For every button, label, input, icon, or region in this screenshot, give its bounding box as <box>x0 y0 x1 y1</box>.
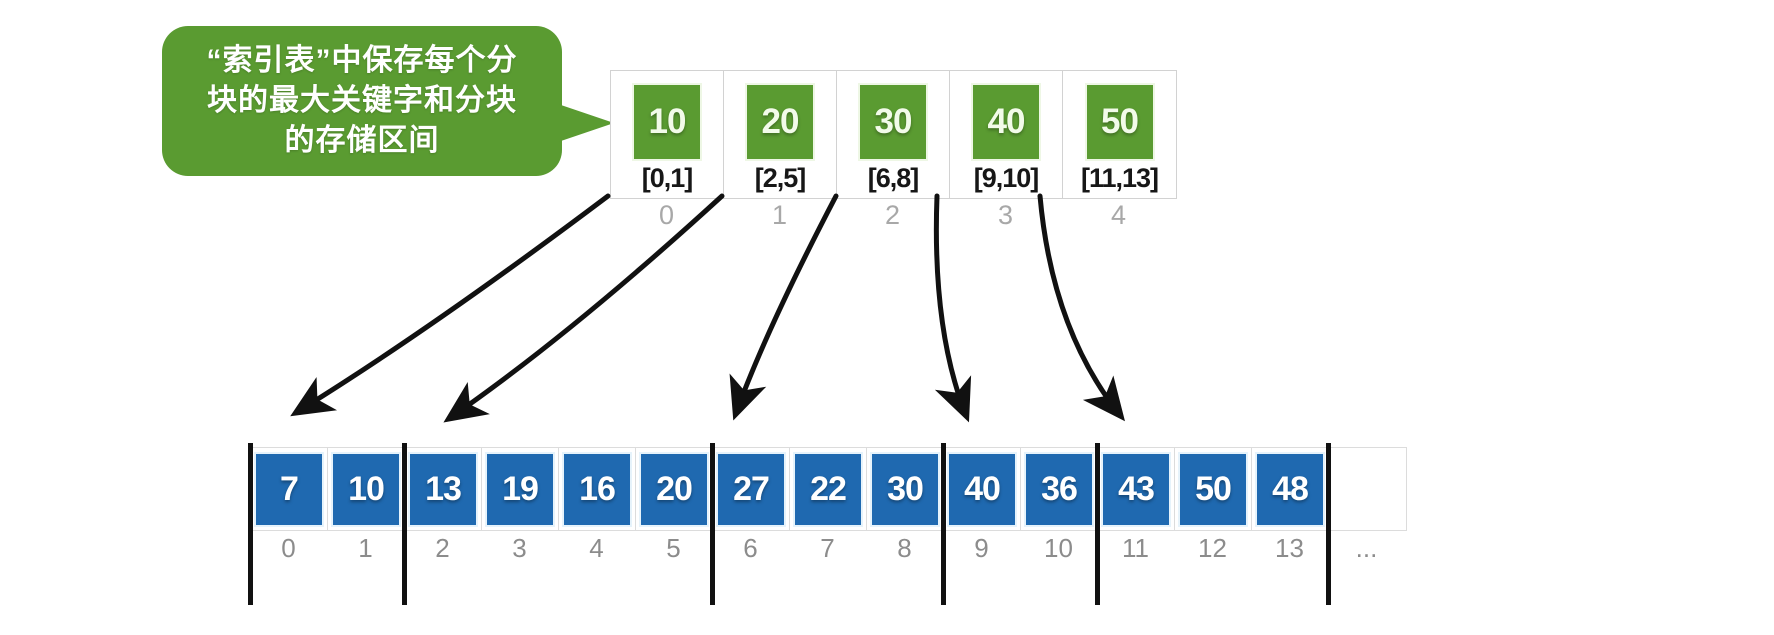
index-range-label: [6,8] <box>867 163 920 193</box>
index-position-label-1: 1 <box>771 200 788 230</box>
data-position-label-10: 10 <box>1044 533 1073 563</box>
data-position-label-7: 7 <box>820 533 835 563</box>
index-cell-3[interactable]: 40 [9,10] <box>950 71 1063 198</box>
data-position-label-0: 0 <box>281 533 296 563</box>
data-cell-value: 16 <box>564 453 630 525</box>
data-cell-value: 40 <box>949 453 1015 525</box>
data-position-label-4: 4 <box>589 533 604 563</box>
data-position-label-8: 8 <box>897 533 912 563</box>
data-cell-value: 36 <box>1026 453 1092 525</box>
index-cell-0[interactable]: 10 [0,1] <box>611 71 724 198</box>
index-key-value: 30 <box>860 85 926 159</box>
block-start-2 <box>402 443 407 605</box>
index-key-value: 50 <box>1086 85 1153 159</box>
data-cell-14[interactable] <box>1329 448 1406 530</box>
data-cell-value: 27 <box>718 453 784 525</box>
data-position-label-14: ... <box>1355 533 1378 563</box>
data-cell-9[interactable]: 40 <box>944 448 1021 530</box>
index-key-value: 20 <box>747 85 813 159</box>
data-position-label-11: 11 <box>1122 533 1149 563</box>
index-cell-2[interactable]: 30 [6,8] <box>837 71 950 198</box>
index-position-label-3: 3 <box>997 200 1014 230</box>
data-cell-6[interactable]: 27 <box>713 448 790 530</box>
data-cell-1[interactable]: 10 <box>328 448 405 530</box>
index-position-label-2: 2 <box>884 200 901 230</box>
index-range-label: [11,13] <box>1080 163 1159 193</box>
data-position-label-3: 3 <box>512 533 527 563</box>
data-cell-3[interactable]: 19 <box>482 448 559 530</box>
data-cell-12[interactable]: 50 <box>1175 448 1252 530</box>
index-table: 10 [0,1] 20 [2,5] 30 [6,8] 40 [9,10] 50 [11,13] <box>610 70 1177 199</box>
data-cell-value: 30 <box>872 453 938 525</box>
index-range-label: [2,5] <box>754 163 807 193</box>
block-start-0 <box>248 443 253 605</box>
data-cell-value: 13 <box>410 453 476 525</box>
data-position-label-2: 2 <box>435 533 450 563</box>
data-position-label-13: 13 <box>1275 533 1304 563</box>
data-cell-10[interactable]: 36 <box>1021 448 1098 530</box>
block-start-11 <box>1095 443 1100 605</box>
data-position-label-5: 5 <box>666 533 681 563</box>
arrow-index-cell-0-to-data-cell-0 <box>290 193 611 417</box>
data-cell-7[interactable]: 22 <box>790 448 867 530</box>
callout-bubble: “索引表”中保存每个分 块的最大关键字和分块 的存储区间 <box>162 26 562 176</box>
callout-tail-icon <box>558 104 614 142</box>
index-range-label: [9,10] <box>973 163 1040 193</box>
data-position-label-12: 12 <box>1198 533 1227 563</box>
data-cell-8[interactable]: 30 <box>867 448 944 530</box>
index-table-position-labels: 0 1 2 3 4 <box>610 200 1175 231</box>
data-cell-value: 43 <box>1103 453 1169 525</box>
data-cell-5[interactable]: 20 <box>636 448 713 530</box>
block-start-6 <box>710 443 715 605</box>
data-cell-13[interactable]: 48 <box>1252 448 1329 530</box>
block-start-9 <box>941 443 946 605</box>
data-cell-value: 19 <box>487 453 553 525</box>
index-key-value: 10 <box>634 85 700 159</box>
data-position-label-1: 1 <box>358 533 373 563</box>
data-cell-0[interactable]: 7 <box>251 448 328 530</box>
index-position-label-0: 0 <box>658 200 675 230</box>
index-cell-4[interactable]: 50 [11,13] <box>1063 71 1176 198</box>
index-cell-1[interactable]: 20 [2,5] <box>724 71 837 198</box>
data-cell-value: 7 <box>256 453 322 525</box>
data-position-label-9: 9 <box>974 533 989 563</box>
index-position-label-4: 4 <box>1110 200 1127 230</box>
data-cell-11[interactable]: 43 <box>1098 448 1175 530</box>
data-position-label-6: 6 <box>743 533 758 563</box>
data-cell-2[interactable]: 13 <box>405 448 482 530</box>
data-cell-value: 20 <box>641 453 707 525</box>
data-cell-value: 50 <box>1180 453 1246 525</box>
data-cell-value: 48 <box>1257 453 1323 525</box>
data-cell-value: 10 <box>333 453 399 525</box>
block-end <box>1326 443 1331 605</box>
data-cell-value: 22 <box>795 453 861 525</box>
index-key-value: 40 <box>973 85 1039 159</box>
data-cell-4[interactable]: 16 <box>559 448 636 530</box>
callout-text: “索引表”中保存每个分 块的最大关键字和分块 的存储区间 <box>206 43 518 158</box>
index-range-label: [0,1] <box>641 163 694 193</box>
